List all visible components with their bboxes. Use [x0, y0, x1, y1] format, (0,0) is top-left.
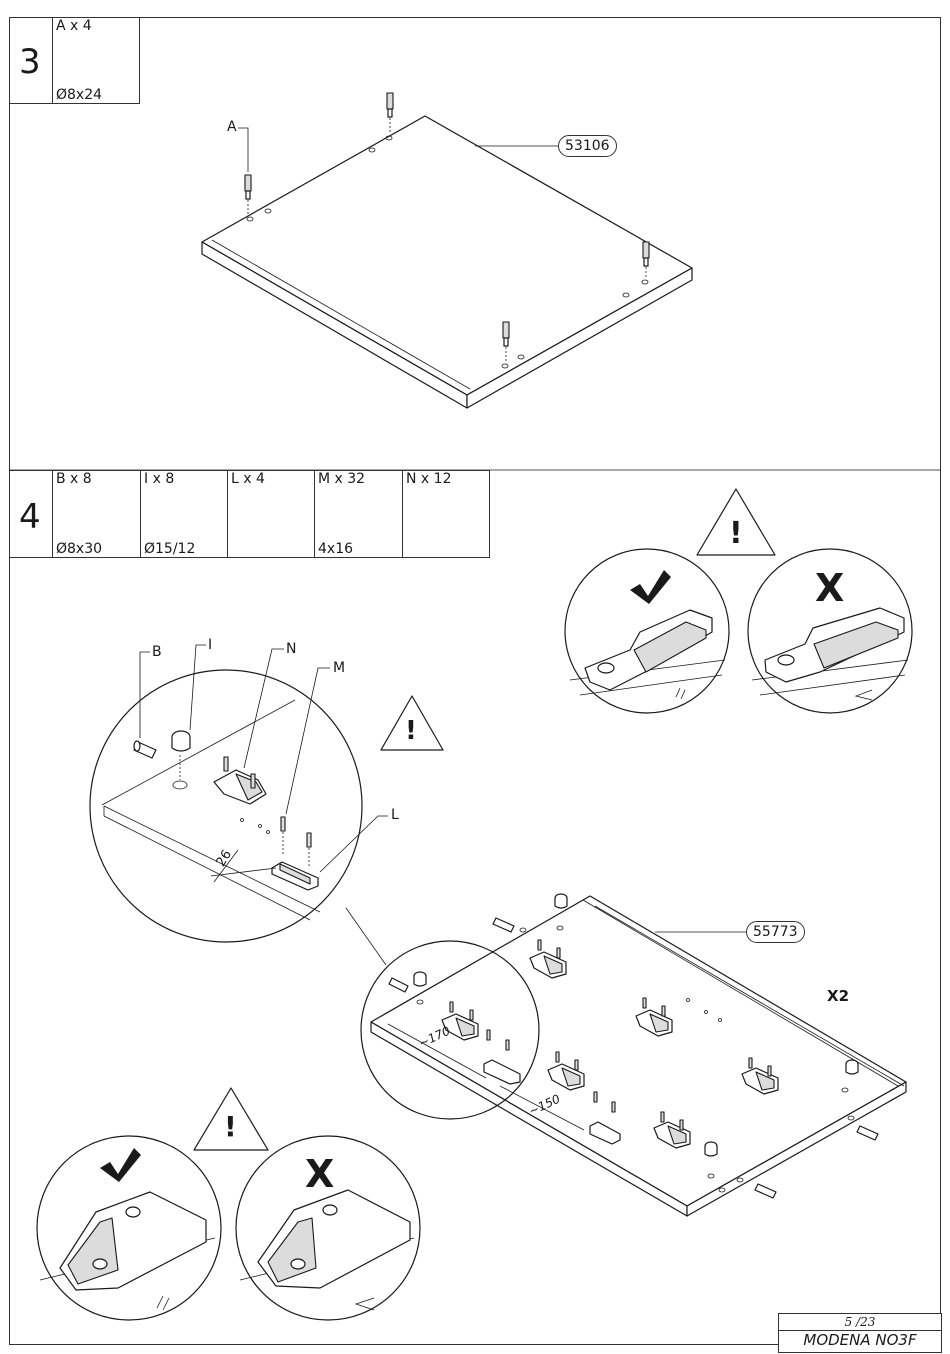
panel-dowel — [754, 1183, 777, 1199]
panel-53106-drawing — [201, 92, 693, 409]
warning-mark: ! — [729, 516, 743, 551]
incorrect-cross-1: X — [815, 566, 845, 610]
panel-code-53106: 53106 — [558, 135, 617, 157]
callout-M: M — [333, 660, 346, 676]
corner-correct-detail — [39, 1191, 216, 1311]
correct-detail-circle-2 — [36, 1135, 222, 1321]
page-number: 5 /23 — [844, 1315, 876, 1329]
part-qty: M x 32 — [318, 471, 366, 487]
step-number: 4 — [19, 497, 41, 537]
cam-bolt-A-3 — [642, 241, 650, 279]
cam-bolt-A-4 — [502, 321, 510, 362]
zoom-source-circle — [360, 940, 540, 1120]
panel-cam — [704, 1141, 718, 1157]
step4-header: 4 B x 8 Ø8x30 I x 8 Ø15/12 L x 4 M x 32 … — [9, 470, 490, 558]
incorrect-detail-circle-2 — [235, 1135, 421, 1321]
corner-incorrect-detail — [239, 1189, 415, 1311]
cam-bolt-A-1 — [386, 92, 394, 134]
panel-dowel — [388, 977, 409, 993]
warning-icon-3 — [193, 1087, 269, 1151]
warning-mark: ! — [224, 1110, 237, 1143]
check-icon-1 — [630, 570, 671, 604]
panel-cam — [413, 971, 427, 987]
part-qty: N x 12 — [406, 471, 452, 487]
panel-dowel — [492, 917, 515, 933]
panel-bracket — [441, 1013, 479, 1041]
part-qty: I x 8 — [144, 471, 175, 487]
part-dim: Ø15/12 — [144, 541, 196, 557]
cam-bolt-A-2 — [244, 174, 252, 216]
page-frame — [9, 17, 941, 1345]
step3-header: 3 A x 4 Ø8x24 — [9, 17, 140, 104]
panel-cam — [554, 893, 568, 909]
callout-L: L — [391, 807, 399, 823]
incorrect-detail-circle-1 — [747, 548, 913, 714]
panel-cam — [845, 1059, 859, 1075]
warning-mark: ! — [405, 716, 417, 746]
callout-B: B — [152, 644, 162, 660]
part-dim: Ø8x30 — [56, 541, 103, 557]
warning-icon-2 — [380, 695, 444, 751]
panel-code-55773: 55773 — [746, 921, 805, 943]
part-dim: Ø8x24 — [56, 87, 103, 103]
correct-detail-circle-1 — [564, 548, 730, 714]
step-number: 3 — [19, 42, 41, 82]
check-icon-2 — [100, 1148, 141, 1182]
zoom-detail-panel — [101, 644, 388, 921]
panel-55773-drawing — [370, 893, 907, 1217]
panel-dowel — [856, 1125, 879, 1141]
callout-I: I — [208, 637, 213, 653]
part-qty: L x 4 — [231, 471, 265, 487]
model-name: MODENA NO3F — [803, 1331, 917, 1349]
runner-correct-detail — [569, 609, 726, 700]
quantity-multiplier: X2 — [827, 987, 850, 1005]
runner-incorrect-detail — [751, 607, 909, 701]
zoom-detail-circle — [89, 669, 363, 943]
part-qty: B x 8 — [56, 471, 92, 487]
part-dim: 4x16 — [318, 541, 354, 557]
page-footer: 5 /23 MODENA NO3F — [778, 1313, 942, 1353]
incorrect-cross-2: X — [305, 1152, 335, 1196]
callout-A: A — [227, 119, 237, 135]
warning-icon-1 — [696, 488, 776, 556]
callout-N: N — [286, 641, 297, 657]
part-qty: A x 4 — [56, 18, 92, 34]
